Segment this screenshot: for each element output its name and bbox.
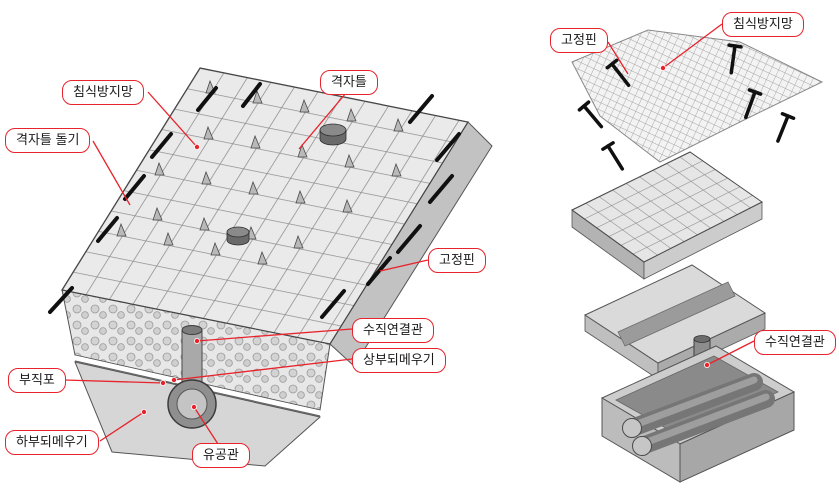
leader-dots xyxy=(140,65,711,415)
drain-trough xyxy=(600,345,796,483)
label-erosion-net-right: 침식방지망 xyxy=(722,12,804,37)
drain-pipes xyxy=(622,373,775,456)
label-lattice-protrusion: 격자틀 돌기 xyxy=(5,128,91,153)
lattice-protrusion-spikes xyxy=(116,79,404,265)
erosion-net-sheet xyxy=(571,29,824,163)
label-fixing-pin-left: 고정핀 xyxy=(428,248,486,273)
right-diagram xyxy=(571,29,824,483)
label-upper-backfill: 상부되메우기 xyxy=(352,348,446,373)
leader-lines xyxy=(63,23,755,445)
label-lattice-frame: 격자틀 xyxy=(320,70,378,95)
label-erosion-net-left: 침식방지망 xyxy=(62,80,144,105)
lattice-grid-surface xyxy=(61,67,469,345)
label-vertical-pipe-right: 수직연결관 xyxy=(754,330,836,355)
fixing-pins-left xyxy=(48,82,461,319)
vertical-pipe-top-2 xyxy=(226,226,250,246)
lattice-block xyxy=(571,151,763,280)
vertical-pipe-top-1 xyxy=(319,123,347,146)
label-vertical-pipe-left: 수직연결관 xyxy=(352,318,434,343)
label-perforated-pipe: 유공관 xyxy=(192,443,250,468)
label-fixing-pin-right: 고정핀 xyxy=(550,28,608,53)
label-nonwoven-fabric: 부직포 xyxy=(8,368,66,393)
left-diagram xyxy=(48,67,493,467)
perforated-pipe xyxy=(167,379,217,429)
label-lower-backfill: 하부되메우기 xyxy=(5,430,99,455)
vertical-connection-pipe xyxy=(181,325,203,383)
